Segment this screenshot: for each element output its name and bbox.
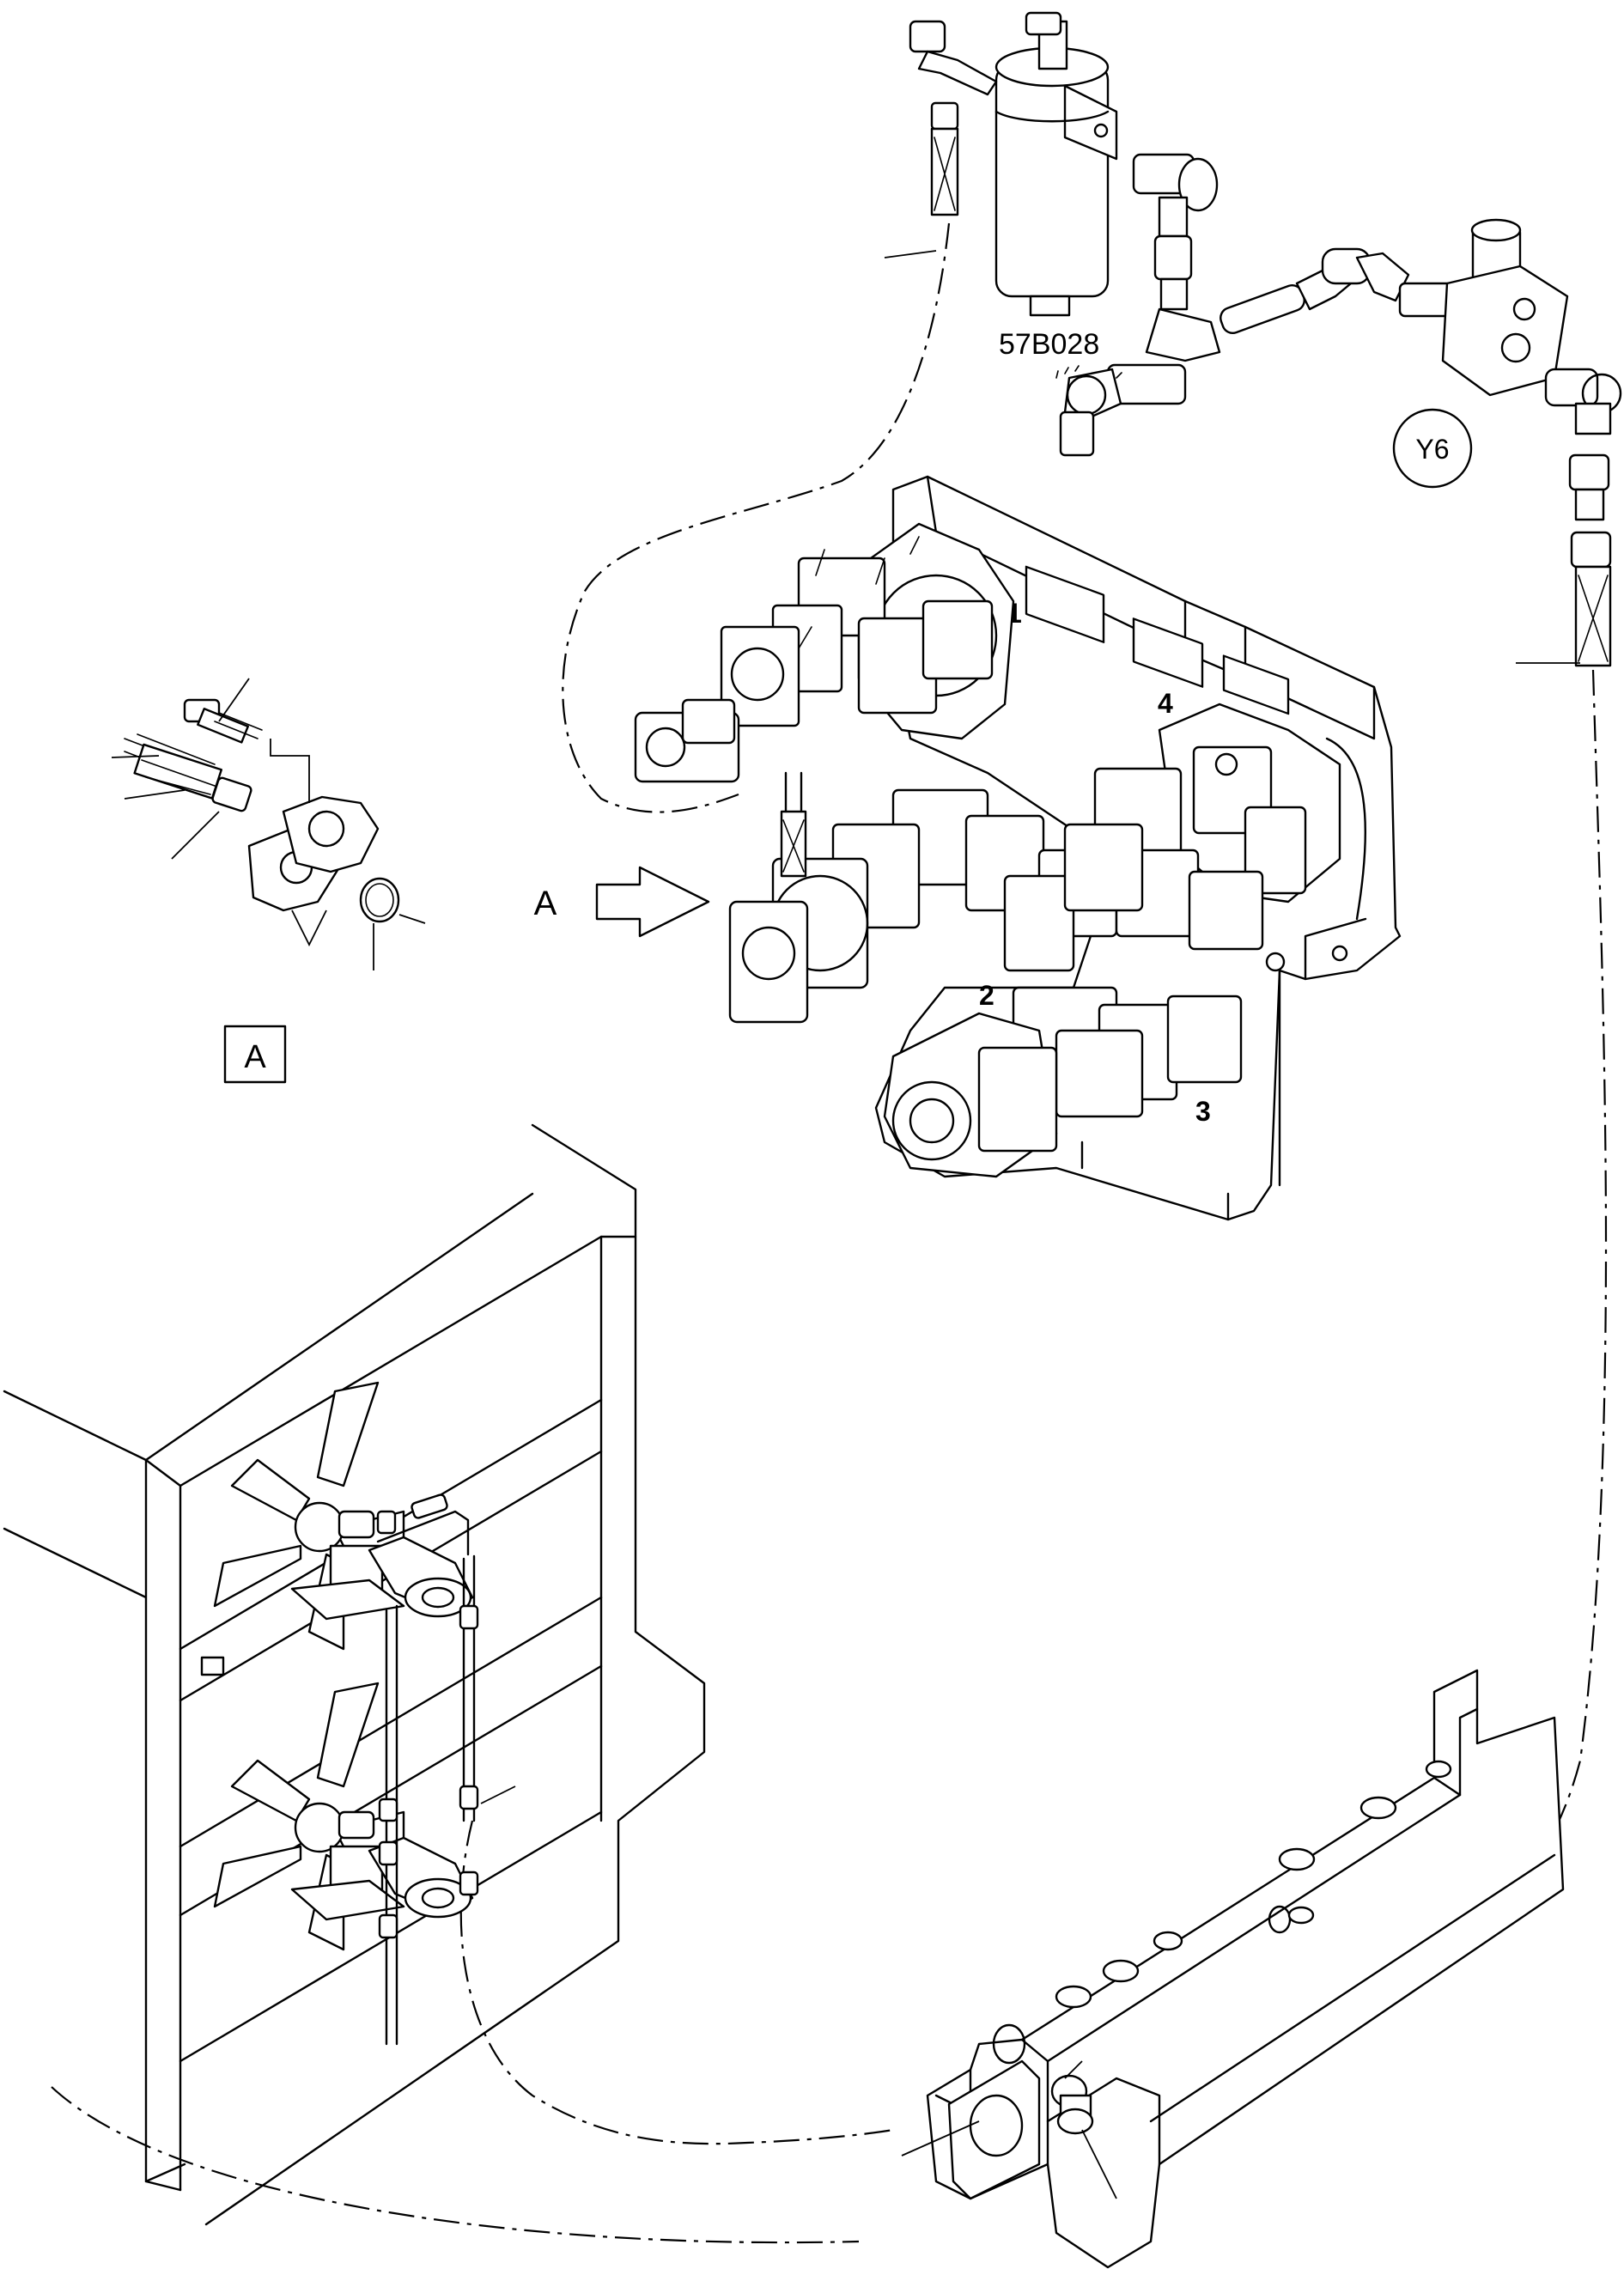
hose-route-filter-to-pump [562, 222, 951, 813]
y6-callout: Y6 [1392, 408, 1473, 489]
hose-route-valve-to-frame [1373, 669, 1608, 1968]
pump-unit-1 [634, 522, 1015, 783]
view-marker-label: A [534, 885, 557, 922]
pump-number-2: 2 [979, 980, 994, 1011]
pump-number-4: 4 [1158, 688, 1173, 719]
filter-inlet-fittings [884, 20, 998, 259]
cooling-fan-upper [213, 1381, 405, 1651]
cooling-fan-lower [213, 1682, 405, 1951]
valve-code-label: Y6 [1415, 434, 1449, 465]
fan-motor-hoses [376, 1493, 516, 2046]
view-direction-arrow: A [534, 866, 710, 938]
pump-unit-3 [883, 986, 1243, 1178]
cooler-housing [3, 1123, 706, 2226]
filter-code-label: 57B028 [999, 328, 1099, 361]
detail-box-label: A [244, 1039, 266, 1075]
mounting-beam [901, 1669, 1565, 2269]
pump-number-3: 3 [1195, 1096, 1211, 1127]
hose-route-frame-lower [51, 2086, 860, 2244]
detail-a-parts [111, 678, 426, 970]
fan-motor-upper [368, 1536, 474, 1618]
solenoid-valve [1441, 218, 1622, 667]
oil-filter [994, 11, 1118, 317]
hose-route-motor-to-frame [459, 1820, 894, 2145]
detail-a-box: A [223, 1025, 287, 1084]
pump-unit-2 [728, 788, 1264, 1024]
pump-suction-hose [780, 771, 807, 878]
